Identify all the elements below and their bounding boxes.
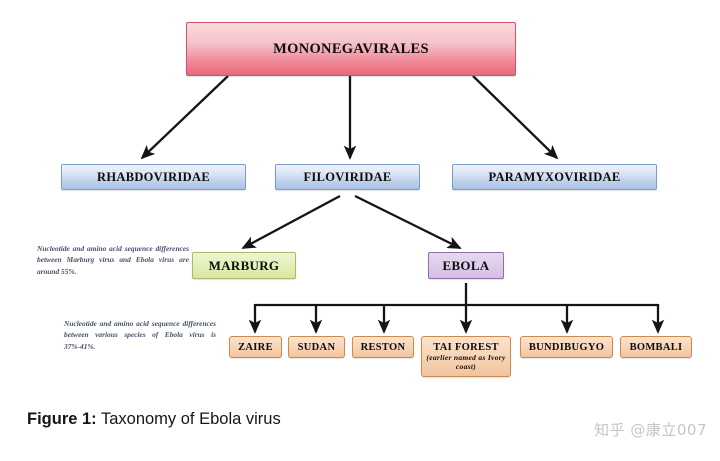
figure-caption-label: Figure 1: <box>27 410 97 428</box>
node-species-zaire: ZAIRE <box>229 336 282 358</box>
node-family-filoviridae: FILOVIRIDAE <box>275 164 420 190</box>
node-label: TAI FOREST <box>433 342 499 354</box>
node-label: MONONEGAVIRALES <box>273 40 429 57</box>
node-label: FILOVIRIDAE <box>303 169 392 184</box>
node-genus-ebola: EBOLA <box>428 252 504 279</box>
node-genus-marburg: MARBURG <box>192 252 296 279</box>
node-label: RESTON <box>360 341 406 353</box>
node-species-reston: RESTON <box>352 336 414 358</box>
node-label: BUNDIBUGYO <box>528 341 605 353</box>
node-order-mononegavirales: MONONEGAVIRALES <box>186 22 516 76</box>
node-label: SUDAN <box>297 341 336 353</box>
edge-filoviridae-to-marburg <box>241 194 341 250</box>
note-ebola-species-divergence: Nucleotide and amino acid sequence diffe… <box>64 319 216 351</box>
node-family-paramyxoviridae: PARAMYXOVIRIDAE <box>452 164 657 190</box>
note-marburg-ebola-divergence: Nucleotide and amino acid sequence diffe… <box>37 244 189 276</box>
watermark: 知乎 @康立007 <box>594 421 707 439</box>
edge-filoviridae-to-ebola <box>354 194 462 250</box>
node-label: ZAIRE <box>238 341 273 353</box>
node-label: MARBURG <box>208 257 280 273</box>
edge-order-to-rhabdoviridae <box>140 75 229 160</box>
figure-caption-text: Taxonomy of Ebola virus <box>96 410 281 428</box>
node-label: EBOLA <box>442 257 490 273</box>
node-sublabel: (earlier named as Ivory coast) <box>426 353 506 371</box>
node-species-bombali: BOMBALI <box>620 336 692 358</box>
node-label: RHABDOVIRIDAE <box>97 169 210 184</box>
node-species-tai-forest: TAI FOREST (earlier named as Ivory coast… <box>421 336 511 377</box>
node-label: PARAMYXOVIRIDAE <box>488 169 621 184</box>
node-family-rhabdoviridae: RHABDOVIRIDAE <box>61 164 246 190</box>
node-species-bundibugyo: BUNDIBUGYO <box>520 336 613 358</box>
figure-caption: Figure 1: Taxonomy of Ebola virus <box>27 410 281 429</box>
edge-order-to-paramyxoviridae <box>472 75 559 160</box>
node-species-sudan: SUDAN <box>288 336 345 358</box>
node-label: BOMBALI <box>629 341 683 353</box>
